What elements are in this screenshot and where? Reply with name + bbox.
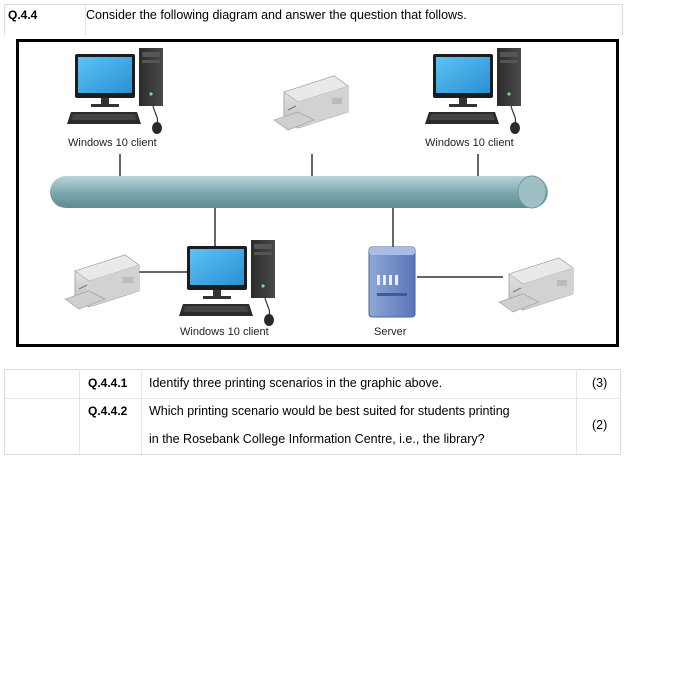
network-links <box>119 154 503 278</box>
question-header-row <box>4 4 623 35</box>
client-label-bottom: Windows 10 client <box>180 326 269 338</box>
column-divider <box>79 370 80 456</box>
desktop-computer-icon <box>178 239 276 327</box>
printer-icon <box>273 75 349 131</box>
client-label-top-left: Windows 10 client <box>68 137 157 149</box>
subquestion-marks: (2) <box>592 418 608 432</box>
subquestions-table: Q.4.4.1 Identify three printing scenario… <box>4 369 621 456</box>
printer-icon <box>498 257 574 313</box>
column-divider <box>141 370 142 456</box>
subquestion-text-continued: in the Rosebank College Information Cent… <box>149 432 485 446</box>
server-label: Server <box>374 326 407 338</box>
desktop-computer-icon <box>424 47 522 135</box>
network-bus-icon <box>50 175 548 209</box>
client-label-top-right: Windows 10 client <box>425 137 514 149</box>
server-icon <box>368 246 416 318</box>
column-divider <box>576 370 577 456</box>
subquestion-number: Q.4.4.1 <box>88 376 128 390</box>
column-divider <box>85 5 86 35</box>
question-number: Q.4.4 <box>8 8 38 22</box>
desktop-computer-icon <box>66 47 164 135</box>
subquestion-text: Identify three printing scenarios in the… <box>149 376 443 390</box>
network-diagram: Windows 10 client Windows 10 client Wind… <box>16 39 619 347</box>
subquestion-marks: (3) <box>592 376 608 390</box>
question-instruction: Consider the following diagram and answe… <box>86 8 467 22</box>
network-diagram-graphic <box>50 47 574 327</box>
subquestion-text: Which printing scenario would be best su… <box>149 404 510 418</box>
subquestion-number: Q.4.4.2 <box>88 404 128 418</box>
row-divider <box>5 398 620 399</box>
printer-icon <box>64 254 140 310</box>
